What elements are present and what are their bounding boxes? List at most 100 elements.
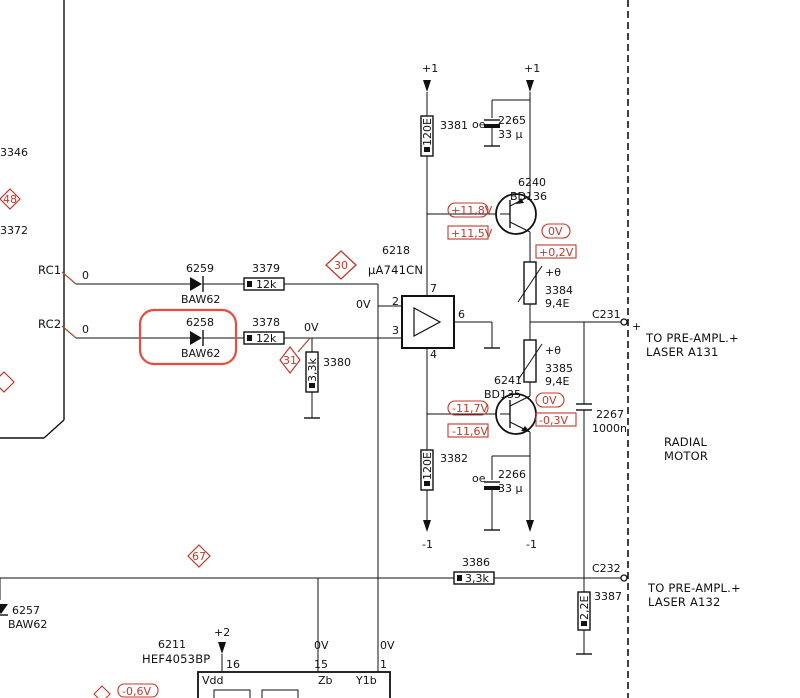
level-q6240-emitter: +11,5V — [447, 225, 493, 240]
arrow-plus1-left — [423, 80, 431, 92]
diode-6257 — [0, 604, 8, 616]
diode-6259 — [190, 276, 244, 292]
marker-48: 48 — [0, 188, 21, 210]
svg-text:67: 67 — [192, 550, 206, 563]
motor-line2: MOTOR — [664, 449, 708, 463]
resistor-3384 — [517, 261, 543, 305]
supply-plus1-right: +1 — [524, 62, 540, 75]
diode-6257-ref: 6257 — [12, 604, 40, 617]
level-q6241-out: 0V — [535, 392, 565, 408]
rc1-entry — [61, 271, 77, 285]
resistor-3382: 120E — [420, 449, 434, 491]
mux-ref: 6211 — [158, 638, 186, 651]
resistor-3382-ref: 3382 — [440, 452, 468, 465]
level-q6241-base: -11,7V — [447, 400, 489, 416]
marker-31: 31 — [279, 346, 301, 374]
mux-vdd: Vdd — [202, 674, 224, 687]
resistor-3381-ref: 3381 — [440, 119, 468, 132]
c2267-ref: 2267 — [596, 408, 624, 421]
svg-text:3,3k: 3,3k — [465, 572, 489, 585]
diode-6259-ref: 6259 — [186, 262, 214, 275]
r3385-val: 9,4E — [545, 375, 569, 388]
left-border-bevel — [43, 419, 65, 439]
terminal-c231 — [620, 318, 628, 326]
svg-text:12k: 12k — [256, 332, 277, 345]
marker-bottom — [93, 685, 111, 698]
resistor-3378: 12k — [243, 331, 285, 345]
c2265-ref: 2265 — [498, 114, 526, 127]
svg-text:+11,8V: +11,8V — [451, 204, 493, 217]
opamp-type: µA741CN — [368, 263, 423, 277]
marker-67: 67 — [187, 544, 211, 568]
svg-text:+0,2V: +0,2V — [539, 246, 574, 259]
svg-text:0V: 0V — [542, 394, 557, 407]
transistor-6240 — [495, 193, 537, 235]
opamp-pin3: 3 — [392, 324, 399, 337]
c2265-pol: oe — [472, 118, 486, 131]
resistor-3386-ref: 3386 — [462, 556, 490, 569]
svg-text:+11,5V: +11,5V — [451, 227, 493, 240]
c232-text-1: TO PRE-AMPL.+ — [647, 581, 741, 595]
q6240-ref: 6240 — [518, 176, 546, 189]
mux-switch-1 — [213, 689, 251, 698]
opamp-pin6: 6 — [458, 308, 465, 321]
svg-text:48: 48 — [3, 193, 17, 206]
svg-text:-0,3V: -0,3V — [539, 414, 568, 427]
resistor-3381: 120E — [420, 115, 434, 157]
resistor-3379-ref: 3379 — [252, 262, 280, 275]
terminal-c232 — [620, 574, 628, 582]
mux-pin15: 15 — [314, 658, 328, 671]
mux-y1b: Y1b — [355, 674, 377, 687]
svg-text:30: 30 — [334, 259, 348, 272]
opamp-6218 — [401, 295, 455, 349]
r3384-ref: 3384 — [545, 284, 573, 297]
svg-text:31: 31 — [283, 354, 297, 367]
rc2-entry — [61, 325, 77, 339]
resistor-3380: 3,3k — [305, 351, 319, 393]
arrow-plus2 — [218, 642, 226, 654]
diode-6259-type: BAW62 — [181, 293, 220, 306]
r3384-val: 9,4E — [545, 297, 569, 310]
ref-3346: 3346 — [0, 146, 28, 159]
mux-type: HEF4053BP — [142, 652, 210, 666]
level-bottom-left: -0,6V — [117, 683, 159, 698]
motor-line1: RADIAL — [664, 435, 708, 449]
svg-text:120E: 120E — [421, 452, 434, 480]
c232-label: C232 — [592, 562, 621, 575]
level-q6240-out2: +0,2V — [535, 244, 577, 259]
opamp-pin2: 2 — [392, 295, 399, 308]
c2265-val: 33 µ — [498, 128, 523, 141]
opamp-ref: 6218 — [382, 244, 410, 257]
mux-switch-2 — [261, 689, 299, 698]
diode-6258-ref: 6258 — [186, 316, 214, 329]
r3385-ref: 3385 — [545, 362, 573, 375]
transistor-6241 — [495, 393, 537, 435]
c2267-val: 1000n — [592, 422, 627, 435]
svg-text:120E: 120E — [421, 118, 434, 146]
mux-pin16: 16 — [226, 658, 240, 671]
supply-plus1-left: +1 — [422, 62, 438, 75]
rc2-level: 0 — [82, 323, 89, 336]
c231-text-2: LASER A131 — [646, 345, 719, 359]
mux-pin1: 1 — [380, 658, 387, 671]
q6240-type: BD136 — [510, 190, 547, 203]
opamp-pin4: 4 — [430, 348, 437, 361]
highlight-box — [138, 308, 238, 366]
svg-text:-11,6V: -11,6V — [452, 425, 488, 438]
c2266-ref: 2266 — [498, 468, 526, 481]
supply-minus1-right: -1 — [526, 538, 537, 551]
marker-31-leader — [297, 337, 311, 353]
level-q6240-out: 0V — [541, 223, 571, 239]
c232-text-2: LASER A132 — [648, 595, 721, 609]
rc2-label: RC2 — [38, 317, 61, 331]
q6241-type: BD135 — [484, 388, 521, 401]
arrow-plus1-right — [526, 80, 534, 92]
svg-text:-0,6V: -0,6V — [122, 685, 151, 698]
diode-6258-type: BAW62 — [181, 347, 220, 360]
arrow-minus1-right — [526, 520, 534, 532]
c2266-pol: oe — [472, 472, 486, 485]
level-mux-pin1: 0V — [380, 639, 395, 652]
level-q6240-base: +11,8V — [447, 202, 493, 218]
marker-30: 30 — [325, 250, 357, 280]
